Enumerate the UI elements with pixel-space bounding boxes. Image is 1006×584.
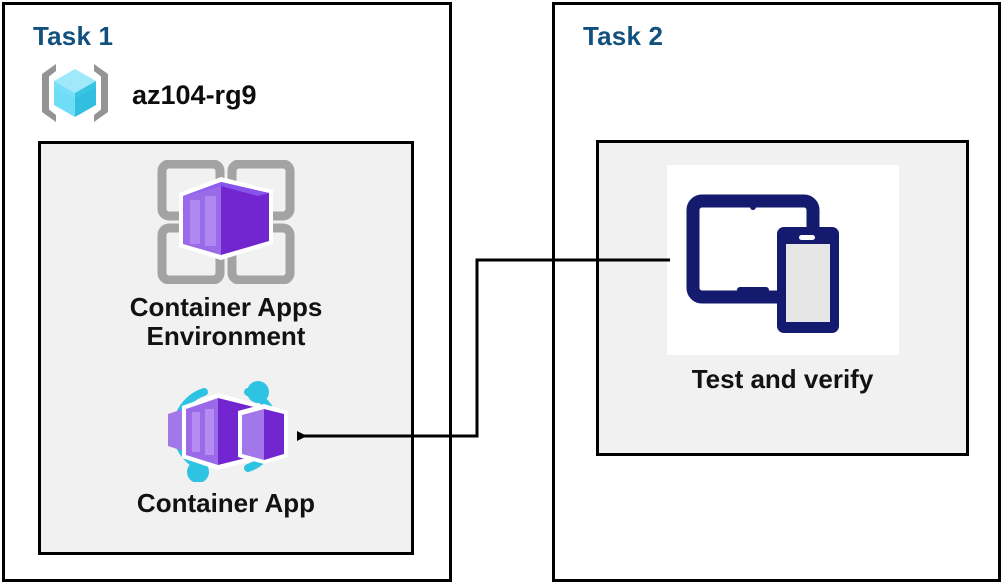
- container-apps-environment-label: Container Apps Environment: [129, 292, 323, 352]
- node-container-app[interactable]: Container App: [38, 378, 414, 518]
- node-container-apps-environment[interactable]: Container Apps Environment: [38, 159, 414, 352]
- container-app-label: Container App: [136, 488, 316, 518]
- task-2-title: Task 2: [583, 21, 664, 51]
- container-app-icon: [146, 378, 306, 487]
- resource-group-header: az104-rg9: [32, 58, 257, 133]
- test-and-verify-label: Test and verify: [691, 364, 874, 394]
- node-test-and-verify[interactable]: Test and verify: [596, 165, 969, 394]
- test-and-verify-devices-icon: [666, 165, 899, 355]
- resource-group-name: az104-rg9: [132, 80, 257, 110]
- container-apps-environment-icon: [146, 159, 306, 289]
- task-1-title: Task 1: [33, 21, 114, 51]
- resource-group-icon: [32, 58, 118, 133]
